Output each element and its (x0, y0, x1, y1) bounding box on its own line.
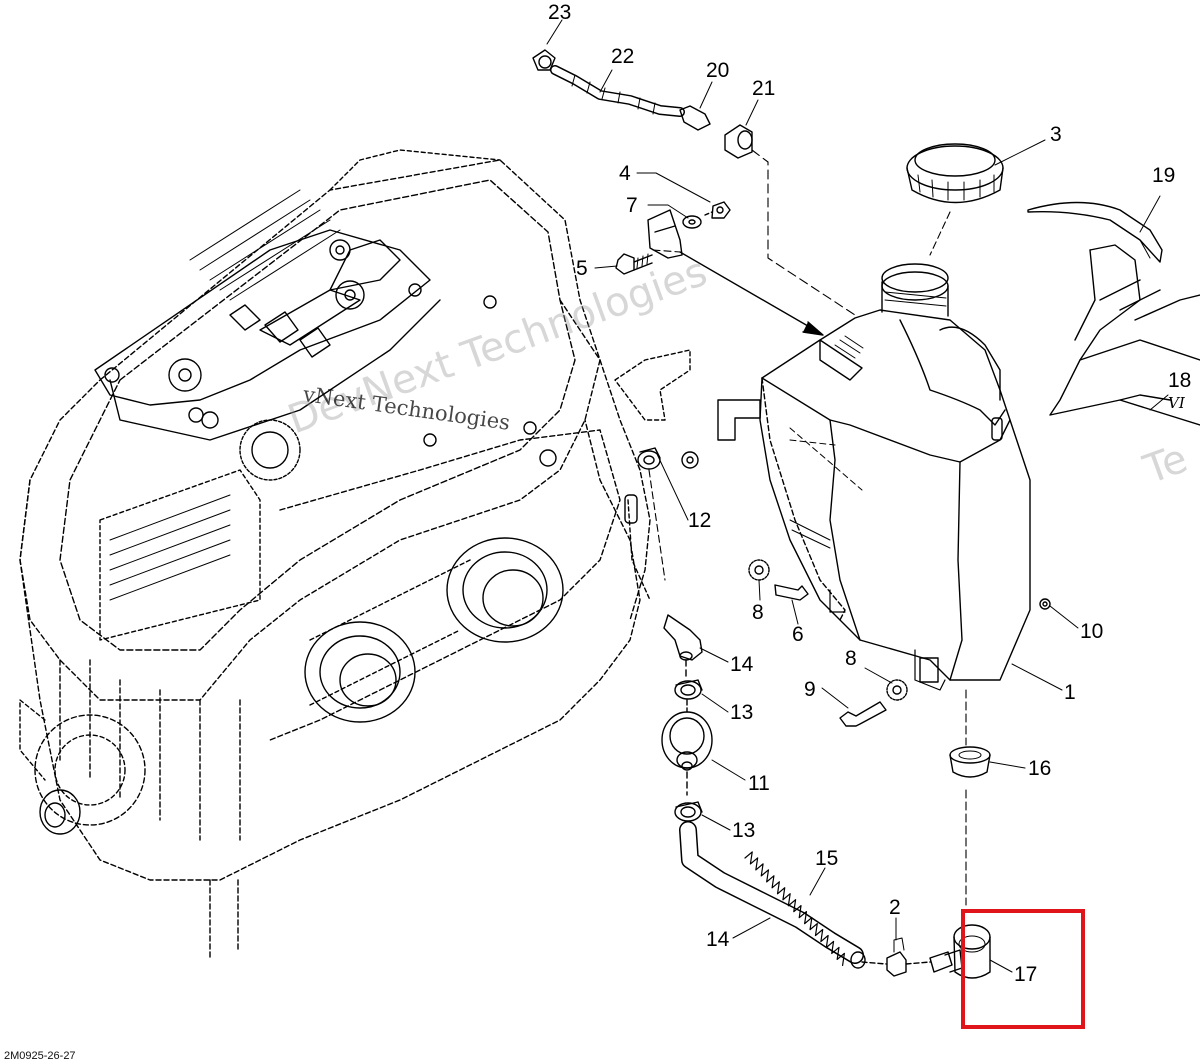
callout-2: 2 (889, 896, 901, 919)
callout-1: 1 (1064, 681, 1076, 704)
engine-drawing (19, 149, 699, 961)
hose-14-lower (679, 821, 866, 969)
clamp-13-upper (674, 679, 703, 700)
callout-11: 11 (748, 772, 770, 795)
callout-5: 5 (576, 257, 588, 280)
fastener-group-4-7-5 (615, 201, 731, 275)
callout-13-lower: 13 (732, 819, 756, 842)
shield-18 (1049, 244, 1200, 426)
callout-13-upper: 13 (730, 701, 754, 724)
assembly-arrow (679, 251, 824, 336)
clamp-2 (861, 937, 931, 977)
callout-3: 3 (1050, 123, 1062, 146)
callout-22: 22 (611, 45, 635, 68)
screw-9 (839, 701, 887, 727)
callout-8-lower: 8 (845, 647, 857, 670)
valve-11 (661, 699, 713, 796)
screw-6 (774, 584, 809, 601)
callout-18-number: 18 (1168, 369, 1192, 392)
callout-15: 15 (815, 847, 839, 870)
grommet-16 (949, 746, 991, 778)
deflector-19 (1027, 201, 1163, 263)
callout-8-upper: 8 (752, 601, 764, 624)
callout-10: 10 (1080, 620, 1104, 643)
callout-12: 12 (688, 509, 712, 532)
callout-20: 20 (706, 59, 730, 82)
highlight-box-part-17 (961, 909, 1085, 1029)
fitting-14-upper (663, 614, 703, 681)
callout-9: 9 (804, 678, 816, 701)
drawing-code: 2M0925-26-27 (4, 1050, 76, 1062)
callout-14-lower: 14 (706, 928, 730, 951)
vent-hose-assembly (532, 49, 856, 316)
washer-8-upper (748, 559, 770, 581)
spring-15 (744, 851, 845, 967)
clamp-13-lower (674, 801, 703, 822)
callout-19: 19 (1152, 164, 1176, 187)
callout-16: 16 (1028, 757, 1052, 780)
callout-21: 21 (752, 77, 776, 100)
leader-lines (546, 19, 1169, 973)
callout-4: 4 (619, 162, 631, 185)
callout-6: 6 (792, 623, 804, 646)
clamp-12 (637, 447, 666, 581)
callout-14-upper: 14 (730, 653, 754, 676)
filler-cap-3 (906, 143, 1004, 256)
callout-17: 17 (1014, 963, 1038, 986)
washer-8-lower (886, 679, 908, 701)
callout-23: 23 (548, 1, 572, 24)
callout-18-suffix: VI (1168, 394, 1185, 412)
callout-7: 7 (626, 194, 638, 217)
coolant-tank-1 (717, 263, 1051, 906)
